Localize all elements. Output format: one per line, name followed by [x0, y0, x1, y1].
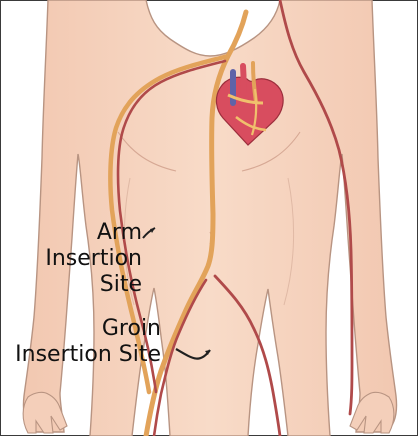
right-hand	[350, 392, 394, 433]
arm-label-line-2: Insertion	[45, 246, 142, 272]
groin-insertion-site-label: Groin Insertion Site	[15, 316, 161, 368]
arm-label-line-1: Arm	[45, 220, 142, 246]
groin-label-line-1: Groin	[15, 316, 161, 342]
arm-label-line-3: Site	[45, 272, 142, 298]
groin-label-line-2: Insertion Site	[15, 342, 161, 368]
arm-insertion-site-label: Arm Insertion Site	[45, 220, 142, 298]
